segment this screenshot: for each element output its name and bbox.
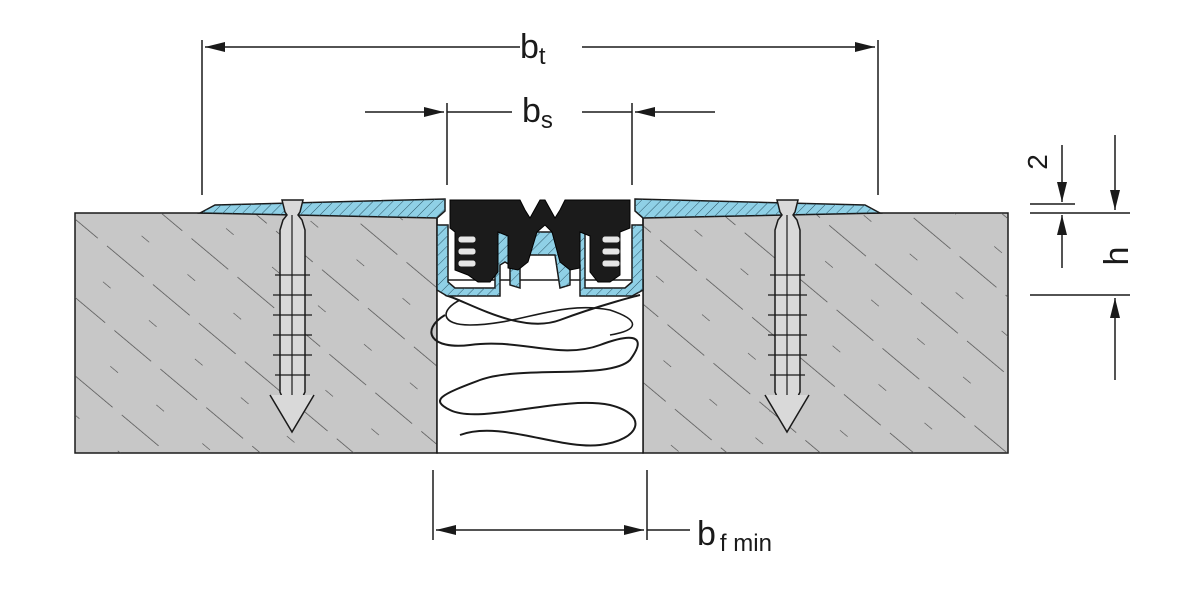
label-h: h [1098,247,1136,266]
concrete-left [74,212,438,454]
dimension-bs [365,103,715,185]
label-bt: bt [520,28,546,70]
anchor-right [764,199,810,434]
rubber-grips-left [457,235,477,268]
rubber-insert [449,199,631,283]
rubber-grips-right [601,235,621,268]
anchor-left [269,199,315,434]
concrete-right [642,212,1009,454]
label-2: 2 [1022,154,1053,170]
dimension-bf-min [432,470,690,540]
dimension-2-and-h [1030,135,1130,380]
dimension-bt [201,40,879,195]
label-bs: bs [522,92,553,134]
joint-gap-filler [430,279,644,454]
